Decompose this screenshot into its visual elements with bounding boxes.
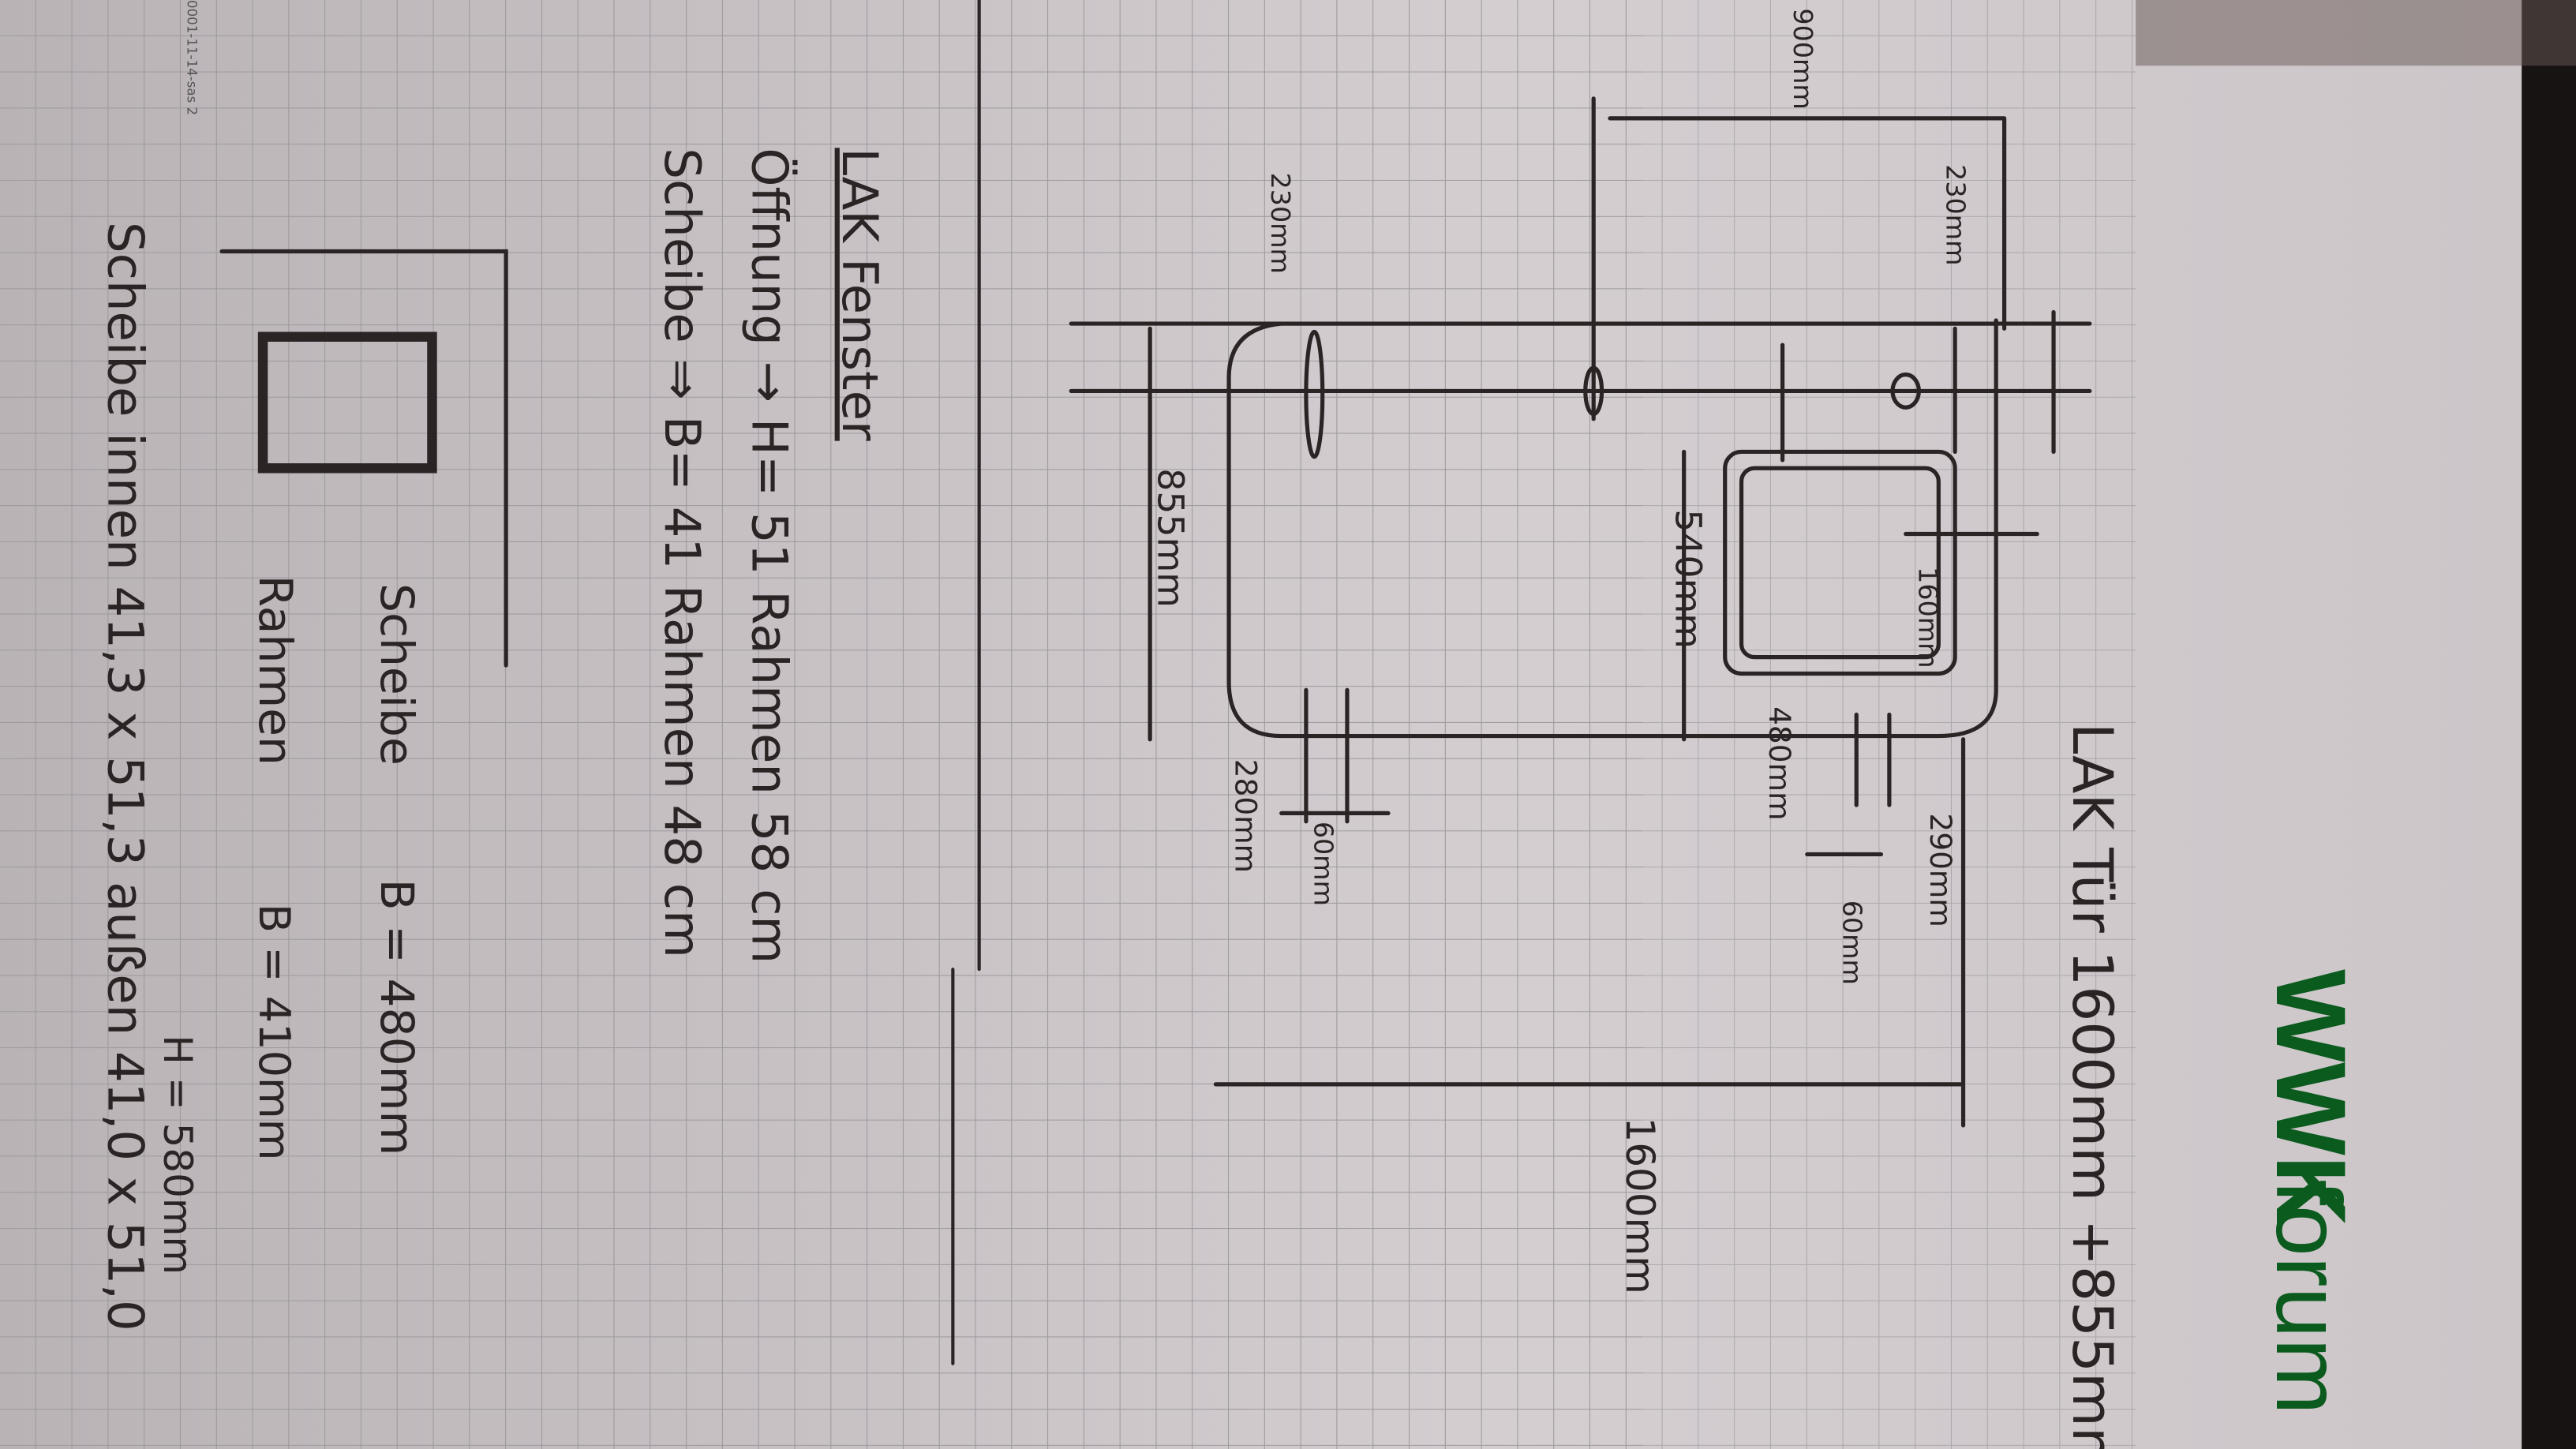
- shadow-top: [2136, 0, 2576, 66]
- paper-code: 0001-11-14-sas 2: [184, 0, 199, 115]
- rahmen-width: B = 410mm: [249, 904, 299, 1161]
- dim-480: 480mm: [1762, 706, 1797, 820]
- scheibe-summary: Scheibe innen 41,3 x 51,3 außen 41,0 x 5…: [96, 222, 154, 1331]
- dim-230-top: 230mm: [1941, 164, 1971, 265]
- window-title: LAK Fenster: [831, 148, 889, 441]
- dim-900: 900mm: [1788, 8, 1818, 109]
- page-divider: [951, 0, 981, 1365]
- scheibe-width: B = 480mm: [370, 879, 424, 1156]
- dim-540: 540mm: [1667, 509, 1709, 649]
- rahmen-height: H = 580mm: [155, 1035, 200, 1275]
- dim-280: 280mm: [1228, 759, 1263, 873]
- scheibe-label: Scheibe: [370, 583, 424, 766]
- window-line-2: Scheibe ⇒ B= 41 Rahmen 48 cm: [653, 148, 711, 958]
- wwk-forum-logo: WWK forum: [2256, 969, 2365, 1414]
- window-sketch: [257, 331, 437, 474]
- rahmen-label: Rahmen: [249, 575, 302, 766]
- dim-230-left: 230mm: [1265, 173, 1296, 274]
- grid-area: [0, 0, 1643, 1449]
- dim-855: 855mm: [1150, 468, 1193, 608]
- dim-160: 160mm: [1912, 567, 1943, 668]
- logo-light: forum: [2257, 1180, 2361, 1415]
- dim-60-right: 60mm: [1837, 900, 1868, 985]
- dim-60-left: 60mm: [1308, 822, 1339, 906]
- door-title: LAK Tür 1600mm +855mm: [2060, 723, 2125, 1449]
- dim-1600: 1600mm: [1617, 1118, 1663, 1294]
- door-outline: [219, 96, 2092, 1128]
- window-line-1: Öffnung → H= 51 Rahmen 58 cm: [740, 148, 798, 964]
- logo-bold: WWK: [2256, 969, 2365, 1226]
- table-background: [2522, 0, 2576, 1449]
- dim-290: 290mm: [1923, 813, 1958, 927]
